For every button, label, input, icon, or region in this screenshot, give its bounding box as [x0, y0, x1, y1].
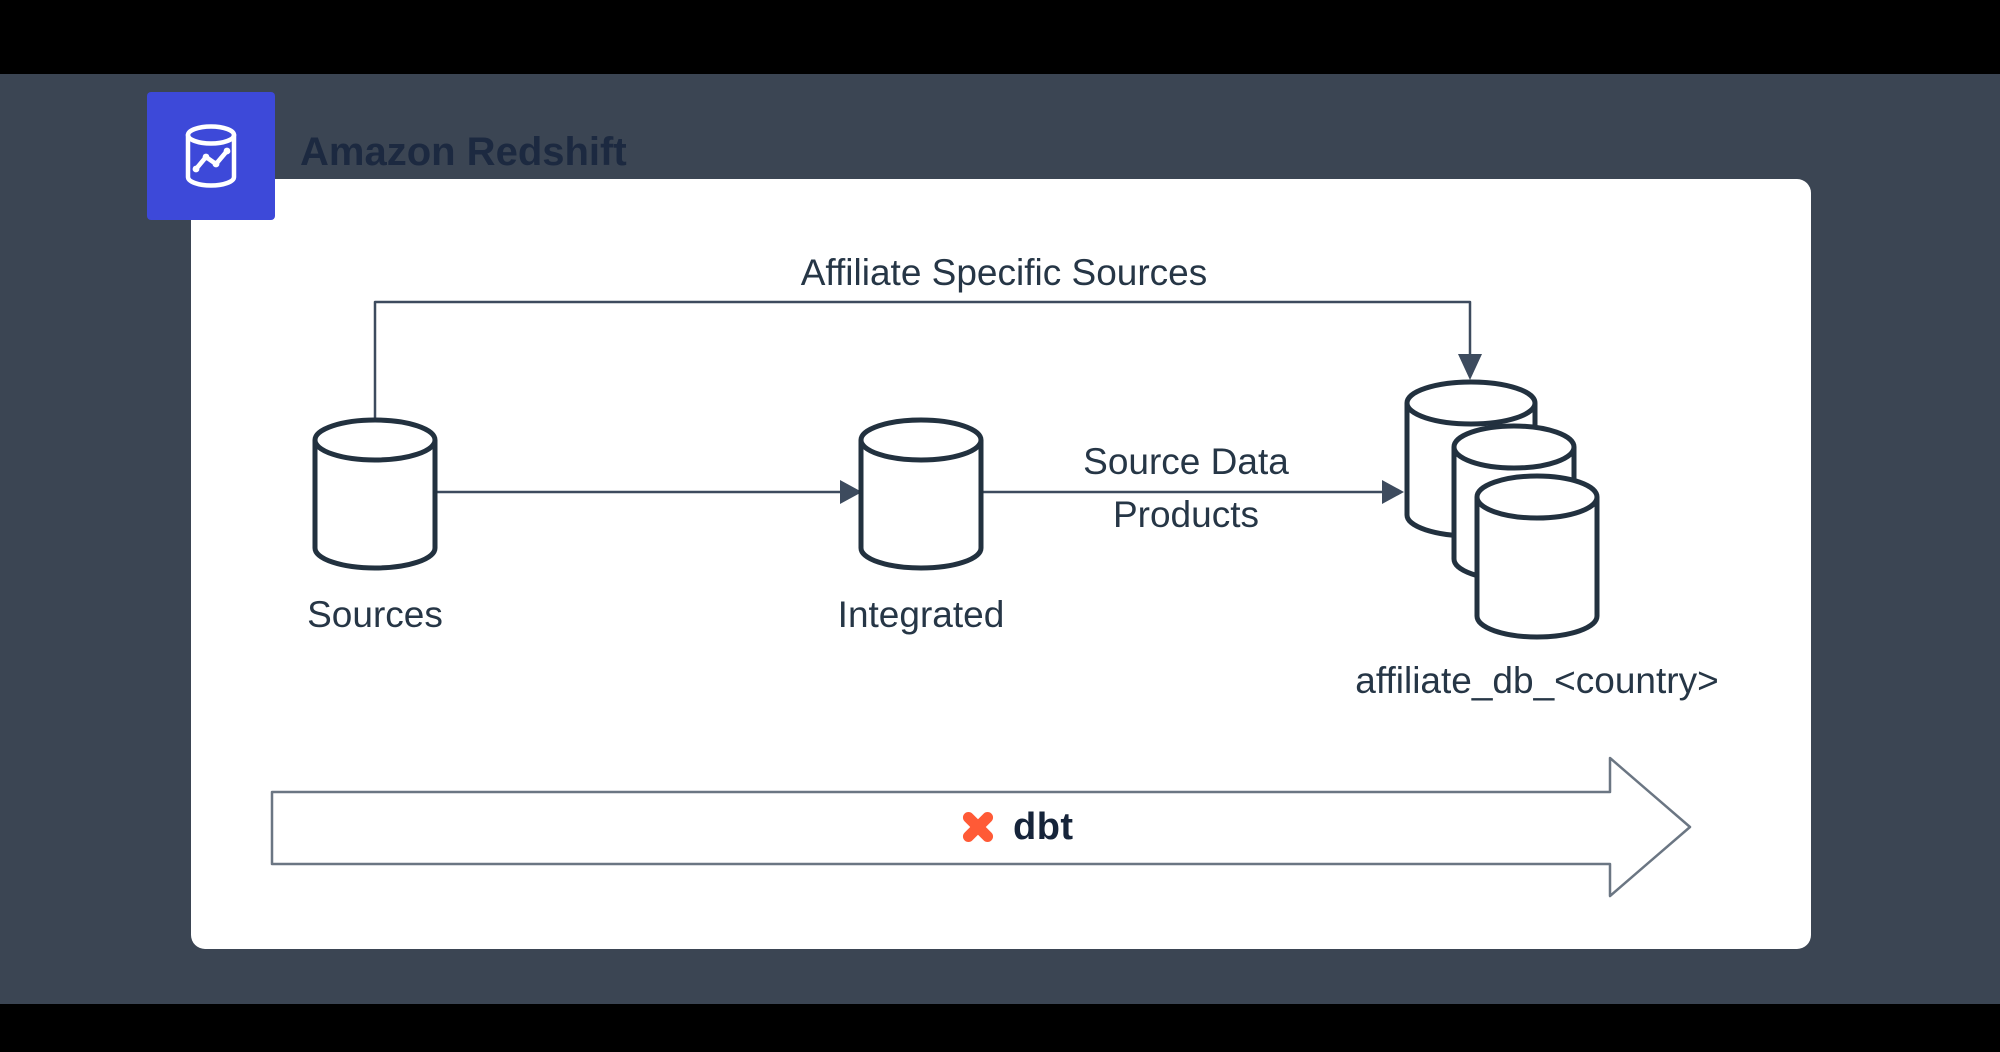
edge-label-affiliate-specific-sources: Affiliate Specific Sources	[800, 252, 1208, 293]
page-title: Amazon Redshift	[300, 130, 627, 174]
dbt-icon	[962, 811, 994, 843]
node-sources-cylinder	[312, 417, 438, 571]
edge-label-source-data-line2: Products	[1112, 493, 1259, 535]
redshift-database-chart-icon	[185, 124, 237, 188]
node-label-sources: Sources	[307, 594, 443, 635]
letterbox-top	[0, 0, 2000, 74]
dbt-logo: dbt	[955, 801, 1074, 853]
edge-label-source-data-products: Source Data Products	[1036, 436, 1336, 541]
redshift-badge	[147, 92, 275, 220]
node-integrated-cylinder	[858, 417, 984, 571]
edge-label-source-data-line1: Source Data	[1083, 441, 1289, 482]
edge-affiliate-specific-sources	[373, 300, 1482, 418]
dbt-wordmark: dbt	[1013, 805, 1074, 848]
edge-sources-to-integrated	[437, 480, 862, 504]
node-label-integrated: Integrated	[837, 594, 1005, 635]
edge-integrated-to-affiliate	[983, 480, 1404, 504]
letterbox-bottom	[0, 1004, 2000, 1052]
node-affiliate-db-cylinder-stack	[1404, 379, 1600, 640]
node-label-affiliate-db: affiliate_db_<country>	[1355, 660, 1719, 701]
